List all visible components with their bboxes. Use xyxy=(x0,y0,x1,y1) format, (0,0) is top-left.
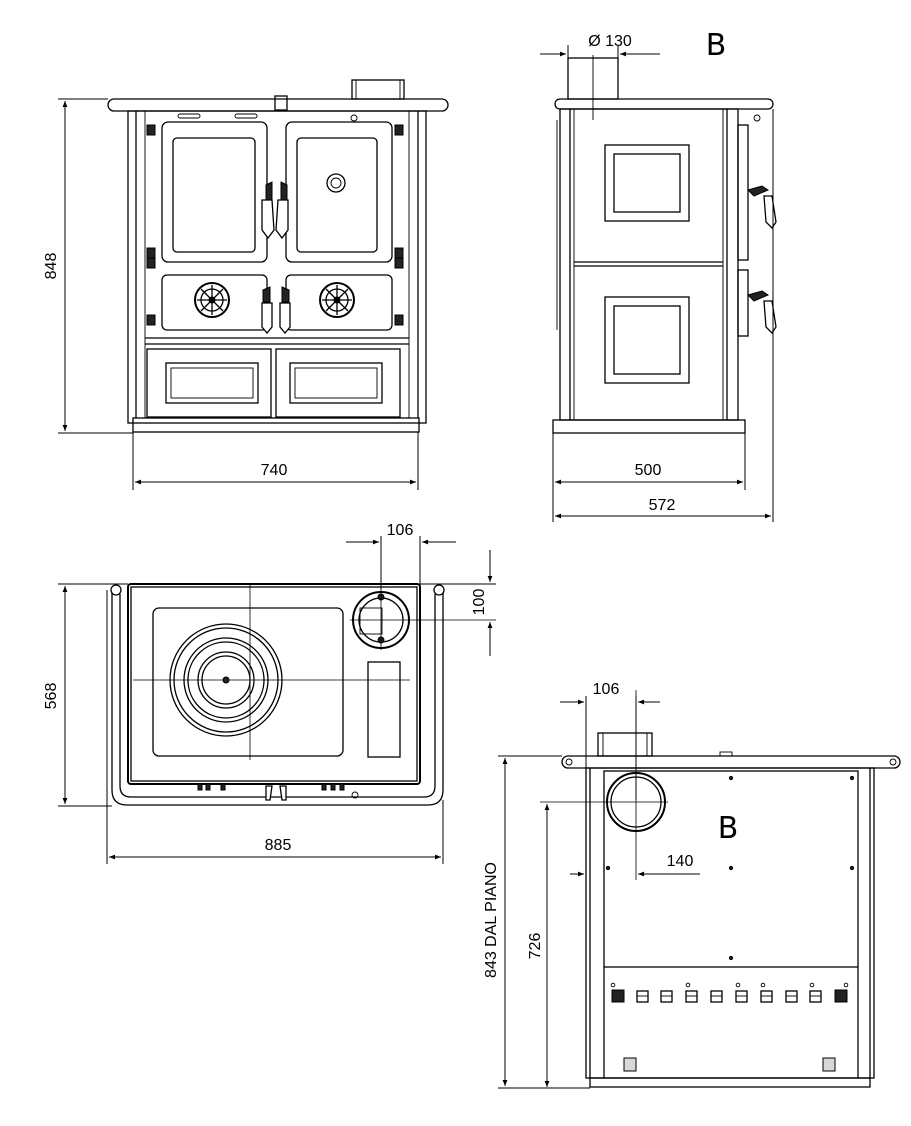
dim-flue-diameter: Ø 130 xyxy=(588,33,632,50)
label-outlet-side: B xyxy=(706,28,727,63)
dim-top-flue-offset-x: 106 xyxy=(387,522,414,539)
dim-top-width: 885 xyxy=(265,837,292,854)
side-view: Ø 130 B 500 572 xyxy=(540,28,777,522)
dim-rear-flue-offset-x: 106 xyxy=(593,681,620,698)
dim-rear-flue-height: 726 xyxy=(527,933,544,960)
air-vent-left xyxy=(194,282,230,318)
dim-side-depth: 500 xyxy=(635,462,662,479)
rear-view: B 106 140 726 843 DAL PIANO xyxy=(483,681,901,1089)
dim-top-flue-offset-y: 100 xyxy=(471,589,488,616)
hotplate-rings xyxy=(169,623,283,737)
dim-rear-flue-offset-side: 140 xyxy=(667,853,694,870)
label-outlet-rear: B xyxy=(718,811,739,846)
rear-vent-row xyxy=(610,982,849,1003)
dim-front-width: 740 xyxy=(261,462,288,479)
front-view: 848 740 xyxy=(43,79,449,490)
air-vent-right xyxy=(319,282,355,318)
top-view: 106 100 568 885 xyxy=(43,522,496,864)
dim-rear-floor-height: 843 DAL PIANO xyxy=(483,862,500,978)
dim-side-overall: 572 xyxy=(649,497,676,514)
dim-front-height: 848 xyxy=(43,253,60,280)
dim-top-depth: 568 xyxy=(43,683,60,710)
